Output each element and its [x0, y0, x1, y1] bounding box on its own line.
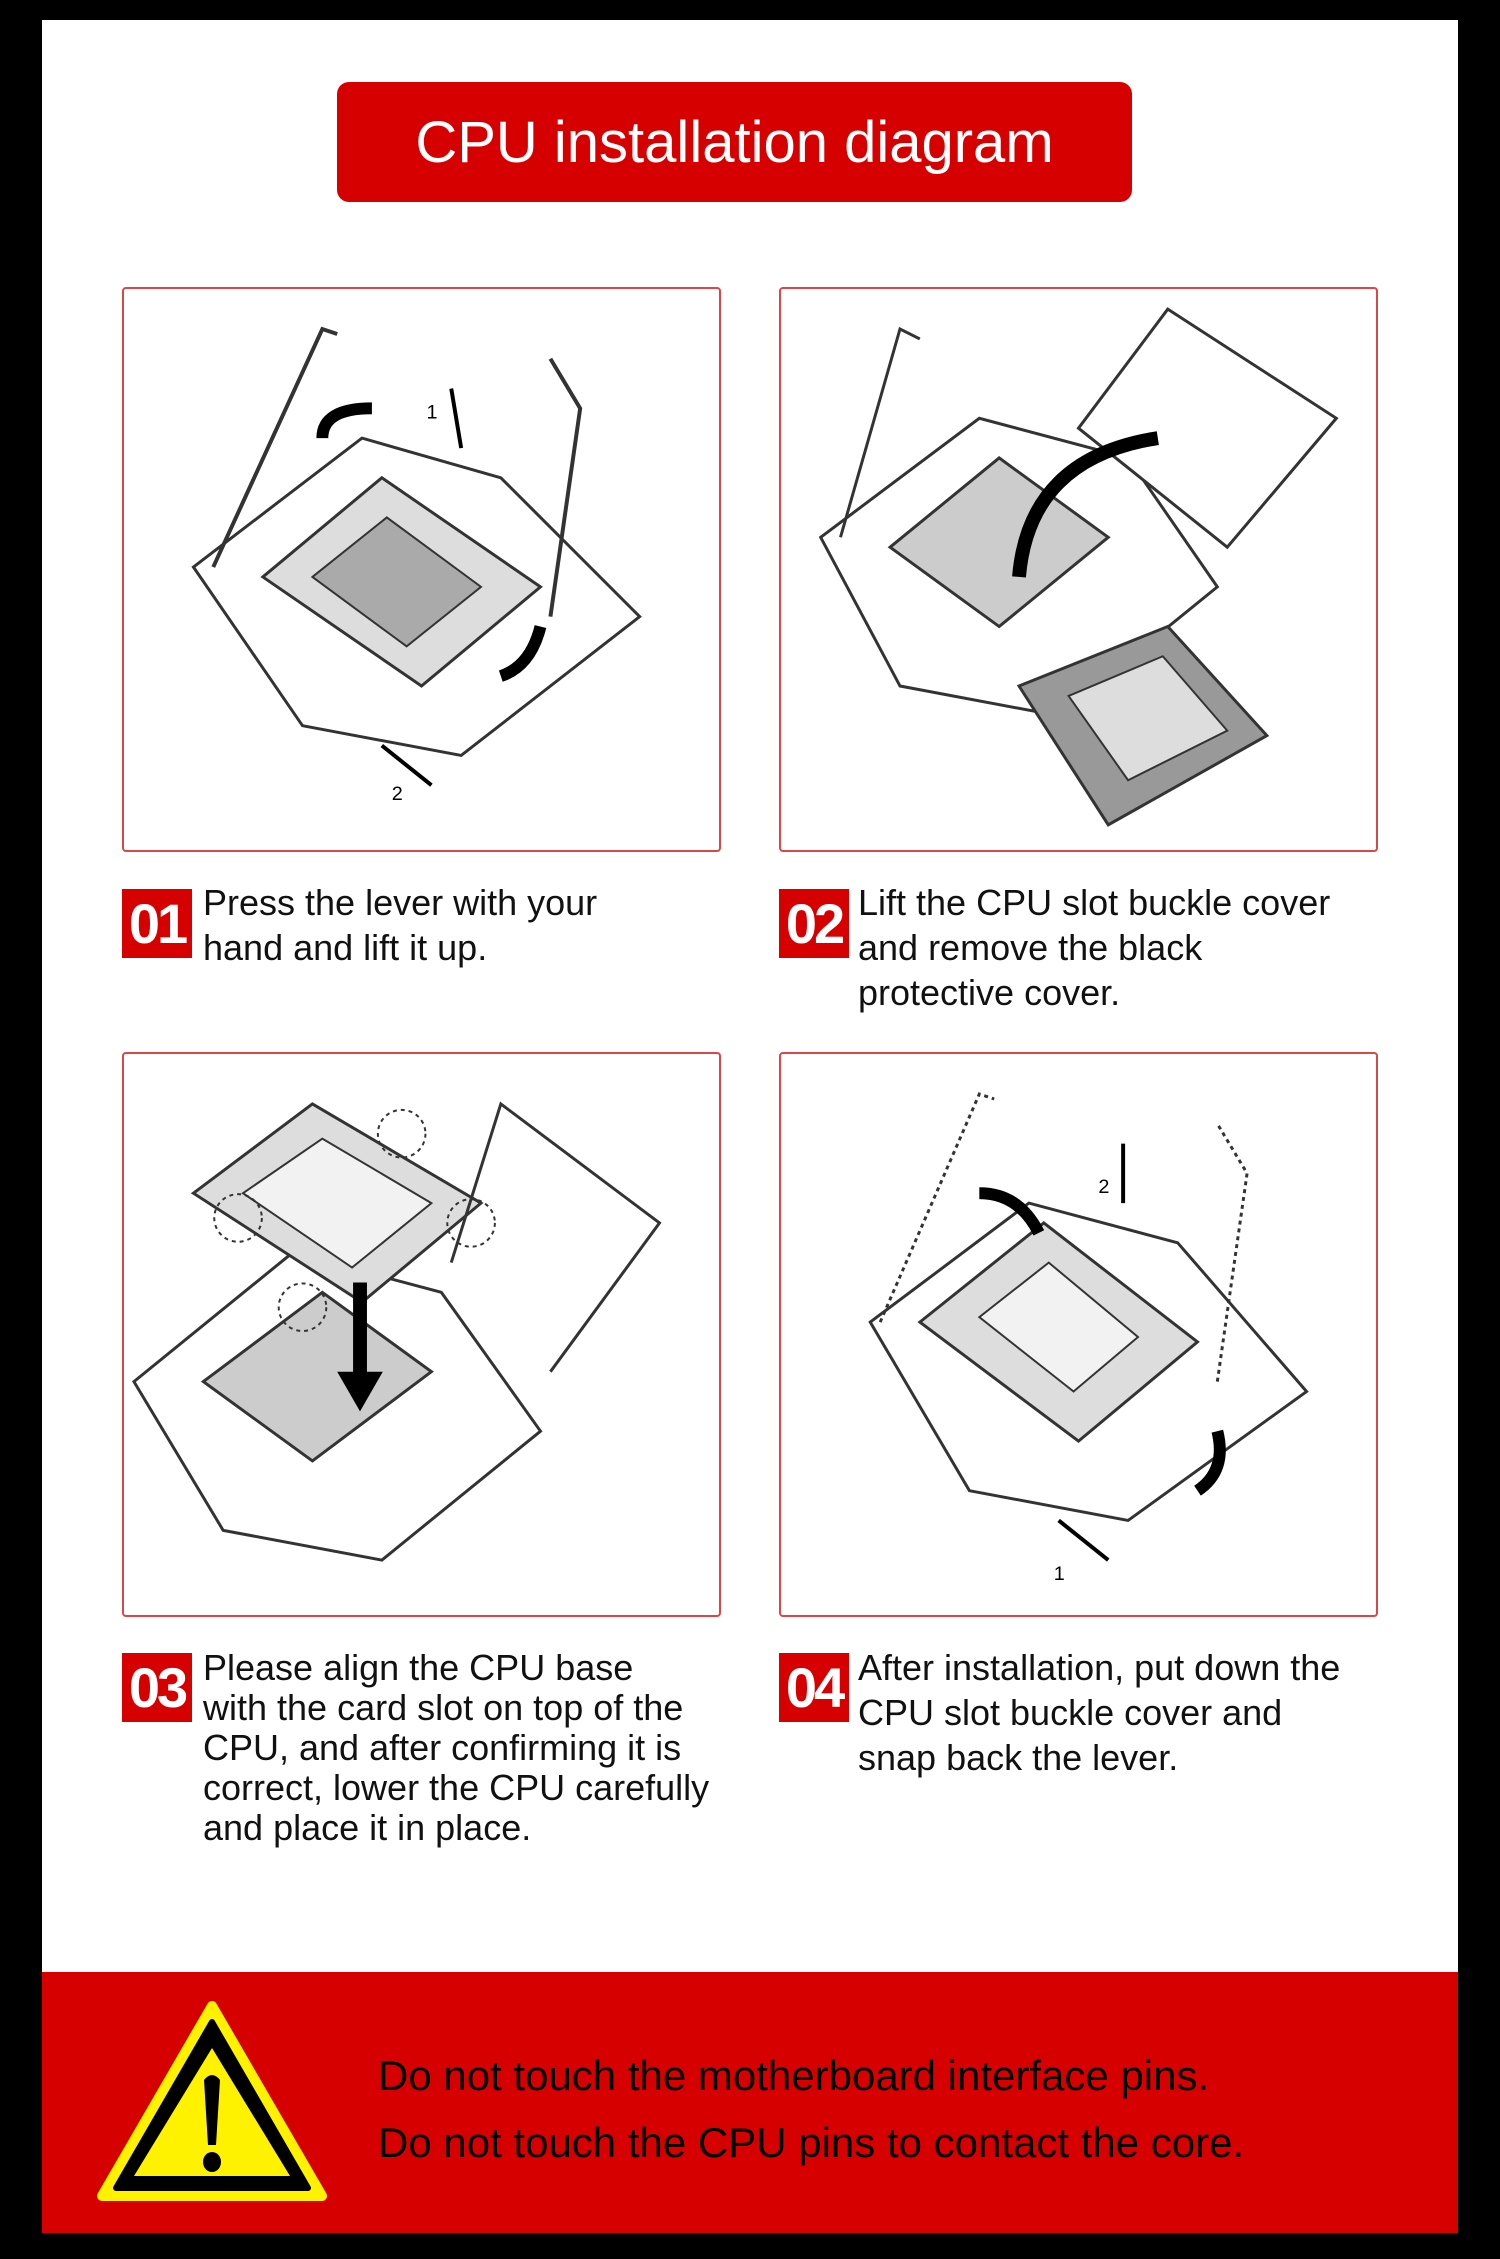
label-2: 2 — [392, 783, 403, 805]
step-3-illustration — [122, 1052, 721, 1617]
step-3-line: with the card slot on top of the — [203, 1687, 684, 1728]
warning-line-1: Do not touch the motherboard interface p… — [378, 2052, 1210, 2099]
step-1-text: Press the lever with your hand and lift … — [203, 880, 597, 970]
step-3-line: and place it in place. — [203, 1807, 532, 1848]
step-1-line: hand and lift it up. — [203, 927, 488, 968]
warning-line-2: Do not touch the CPU pins to contact the… — [378, 2119, 1245, 2166]
socket-cover-removed-drawing — [818, 307, 1339, 827]
label-2: 2 — [1098, 1176, 1109, 1198]
step-2-line: and remove the black — [858, 927, 1203, 968]
step-4-line: snap back the lever. — [858, 1737, 1179, 1778]
step-2-line: protective cover. — [858, 972, 1121, 1013]
warning-banner: Do not touch the motherboard interface p… — [42, 1972, 1458, 2233]
step-1-illustration: 1 2 — [122, 287, 721, 852]
step-2-text: Lift the CPU slot buckle cover and remov… — [858, 880, 1330, 1015]
warning-triangle-icon — [97, 2001, 327, 2201]
step-3-number-badge: 03 — [122, 1653, 192, 1722]
socket-closed-drawing: 2 1 — [868, 1092, 1309, 1585]
step-3-line: correct, lower the CPU carefully — [203, 1767, 710, 1808]
step-4-text: After installation, put down the CPU slo… — [858, 1645, 1340, 1780]
step-2-line: Lift the CPU slot buckle cover — [858, 882, 1331, 923]
step-3-line: Please align the CPU base — [203, 1647, 634, 1688]
step-2-number-badge: 02 — [779, 889, 849, 958]
label-1: 1 — [1054, 1563, 1065, 1585]
step-4-number-badge: 04 — [779, 1653, 849, 1722]
step-4-line: CPU slot buckle cover and — [858, 1692, 1283, 1733]
step-4-illustration: 2 1 — [779, 1052, 1378, 1617]
step-1-line: Press the lever with your — [203, 882, 598, 923]
page-title: CPU installation diagram — [337, 82, 1132, 202]
step-3-text: Please align the CPU base with the card … — [203, 1648, 709, 1848]
step-2-illustration — [779, 287, 1378, 852]
socket-lever-lifted-drawing: 1 2 — [191, 326, 642, 805]
step-1-number-badge: 01 — [122, 889, 192, 958]
cpu-alignment-drawing — [131, 1101, 662, 1562]
step-3-line: CPU, and after confirming it is — [203, 1727, 682, 1768]
label-1: 1 — [426, 401, 437, 423]
step-4-line: After installation, put down the — [858, 1647, 1341, 1688]
